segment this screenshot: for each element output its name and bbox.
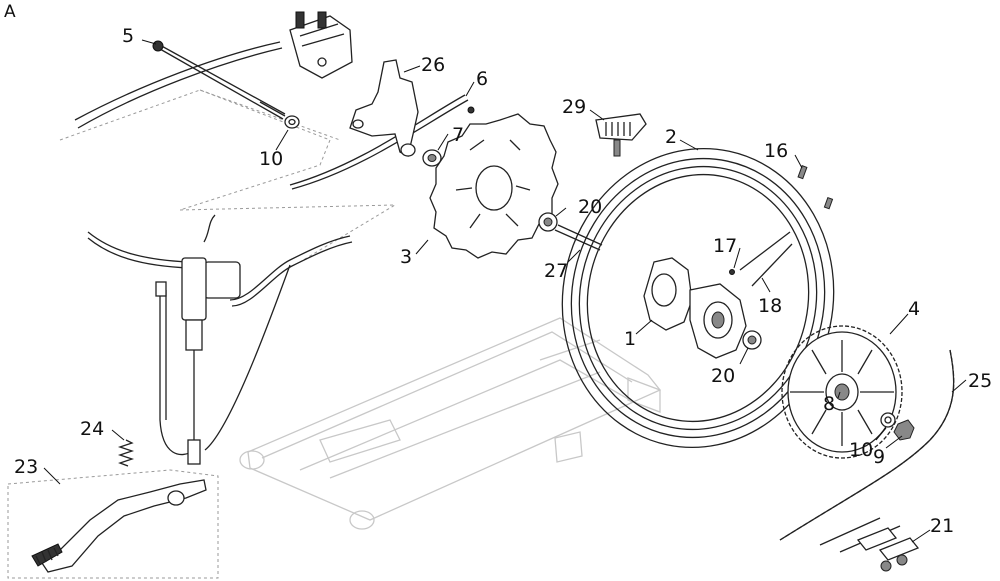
callout-7: 7	[452, 124, 464, 146]
sprocket	[781, 325, 903, 459]
callout-10-lower: 10	[849, 439, 873, 461]
bearing-lower	[742, 330, 762, 350]
callout-20-lower: 20	[711, 365, 735, 387]
callout-23: 23	[14, 456, 38, 478]
callout-20-upper: 20	[578, 196, 602, 218]
callout-1: 1	[624, 328, 636, 350]
callout-4: 4	[908, 298, 920, 320]
diagram-letter: A	[4, 2, 16, 22]
callout-29: 29	[562, 96, 586, 118]
return-spring	[117, 439, 135, 467]
brake-caliper	[289, 11, 353, 79]
spokes	[729, 231, 793, 287]
callout-2: 2	[665, 126, 677, 148]
brake-pedal	[31, 479, 207, 573]
callout-6: 6	[476, 68, 488, 90]
callout-18: 18	[758, 295, 782, 317]
callout-16: 16	[764, 140, 788, 162]
callout-3: 3	[400, 246, 412, 268]
brake-disc	[429, 113, 559, 259]
callout-21: 21	[930, 515, 954, 537]
leader-lines	[43, 39, 967, 543]
callout-27: 27	[544, 260, 568, 282]
spacer	[422, 149, 442, 167]
chain-guard	[595, 113, 647, 157]
wheel-rim	[561, 147, 835, 449]
bearing-upper	[538, 212, 558, 232]
callout-numbers: 5 10 26 6 7 29 2 16 20 3 27 17 18 1 20 4…	[14, 25, 992, 537]
callout-17: 17	[713, 235, 737, 257]
master-link	[819, 517, 920, 572]
callout-9: 9	[873, 446, 885, 468]
master-cylinder	[155, 257, 241, 465]
dashed-outline	[7, 89, 397, 579]
callout-24: 24	[80, 418, 104, 440]
callout-8: 8	[823, 393, 835, 415]
drive-chain	[779, 349, 955, 541]
swingarm-ghost	[239, 317, 662, 530]
callout-5: 5	[122, 25, 134, 47]
wheel-hub	[643, 257, 747, 359]
caliper-bracket	[349, 59, 419, 157]
spindle	[554, 224, 603, 251]
callout-26: 26	[421, 54, 445, 76]
spoke-nipple	[797, 165, 834, 210]
washer-upper	[284, 115, 300, 129]
callout-10-upper: 10	[259, 148, 283, 170]
washer-and-nut	[880, 412, 915, 441]
callout-25: 25	[968, 370, 992, 392]
sensor-line	[467, 106, 475, 114]
axle-rod	[152, 40, 286, 120]
